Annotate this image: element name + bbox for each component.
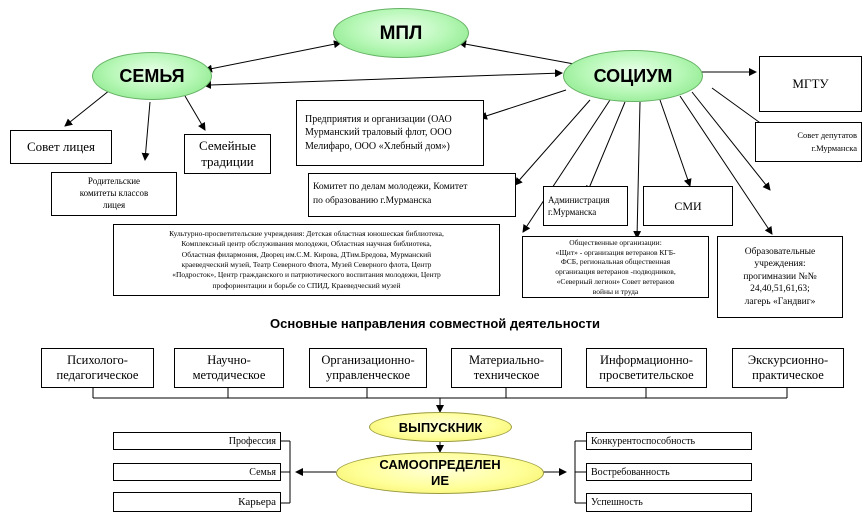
success-box: Успешность xyxy=(586,493,752,512)
education-box: Образовательные учреждения: прогимназии … xyxy=(717,236,843,318)
public-orgs-box: Общественные организации: «Щит» - органи… xyxy=(522,236,709,298)
council-label: Совет лицея xyxy=(26,139,96,154)
committee-youth-label: Комитет по делам молодежи, Комитет по об… xyxy=(313,182,468,206)
direction-label: Материально- техническое xyxy=(469,353,544,382)
family-node: СЕМЬЯ xyxy=(92,52,212,100)
self-determination-label: САМООПРЕДЕЛЕН ИЕ xyxy=(379,456,501,488)
graduate-label: ВЫПУСКНИК xyxy=(398,419,483,435)
profession-label: Профессия xyxy=(228,435,276,447)
administration-box: Администрация г.Мурманска xyxy=(543,186,628,226)
direction-box-informational: Информационно- просветительское xyxy=(586,348,707,388)
administration-label: Администрация г.Мурманска xyxy=(548,194,610,217)
council-box: Совет лицея xyxy=(10,130,112,164)
direction-label: Организационно- управленческое xyxy=(321,353,415,382)
competitiveness-label: Конкурентоспособность xyxy=(591,435,696,447)
committees-label: Родительские комитеты классов лицея xyxy=(79,176,149,210)
profession-box: Профессия xyxy=(113,432,281,450)
smi-box: СМИ xyxy=(643,186,733,226)
committee-youth-box: Комитет по делам молодежи, Комитет по об… xyxy=(308,173,516,217)
direction-box-excursion: Экскурсионно- практическое xyxy=(732,348,844,388)
direction-box-material: Материально- техническое xyxy=(451,348,562,388)
career-label: Карьера xyxy=(238,496,276,508)
direction-label: Психолого- педагогическое xyxy=(56,353,139,382)
direction-box-scientific: Научно- методическое xyxy=(174,348,284,388)
section-title: Основные направления совместной деятельн… xyxy=(270,316,600,331)
deputies-box: Совет депутатов г.Мурманска xyxy=(755,122,862,162)
direction-box-organizational: Организационно- управленческое xyxy=(309,348,427,388)
enterprises-label: Предприятия и организации (ОАО Мурмански… xyxy=(305,113,452,152)
family-outcome-label: Семья xyxy=(249,466,276,478)
committees-box: Родительские комитеты классов лицея xyxy=(51,172,177,216)
enterprises-box: Предприятия и организации (ОАО Мурмански… xyxy=(296,100,484,166)
culture-label: Культурно-просветительские учреждения: Д… xyxy=(169,228,444,290)
direction-label: Экскурсионно- практическое xyxy=(747,353,829,382)
family-outcome-box: Семья xyxy=(113,463,281,481)
education-label: Образовательные учреждения: прогимназии … xyxy=(743,247,817,307)
society-node: СОЦИУМ xyxy=(563,50,703,102)
demand-label: Востребованность xyxy=(591,466,670,478)
mpl-node: МПЛ xyxy=(333,8,469,58)
mpl-label: МПЛ xyxy=(379,22,423,44)
public-orgs-label: Общественные организации: «Щит» - органи… xyxy=(555,237,676,296)
deputies-label: Совет депутатов г.Мурманска xyxy=(797,130,857,153)
direction-label: Информационно- просветительское xyxy=(599,353,694,382)
competitiveness-box: Конкурентоспособность xyxy=(586,432,752,450)
traditions-label: Семейные традиции xyxy=(198,138,256,169)
demand-box: Востребованность xyxy=(586,463,752,481)
smi-label: СМИ xyxy=(674,198,702,213)
career-box: Карьера xyxy=(113,492,281,512)
traditions-box: Семейные традиции xyxy=(184,134,271,174)
graduate-node: ВЫПУСКНИК xyxy=(369,412,512,442)
direction-label: Научно- методическое xyxy=(192,353,266,382)
family-label: СЕМЬЯ xyxy=(119,66,185,86)
direction-box-psychological: Психолого- педагогическое xyxy=(41,348,154,388)
society-label: СОЦИУМ xyxy=(593,66,673,86)
mgtu-box: МГТУ xyxy=(759,56,862,112)
mgtu-label: МГТУ xyxy=(792,76,829,91)
self-determination-node: САМООПРЕДЕЛЕН ИЕ xyxy=(336,452,544,494)
culture-box: Культурно-просветительские учреждения: Д… xyxy=(113,224,500,296)
success-label: Успешность xyxy=(591,497,643,508)
